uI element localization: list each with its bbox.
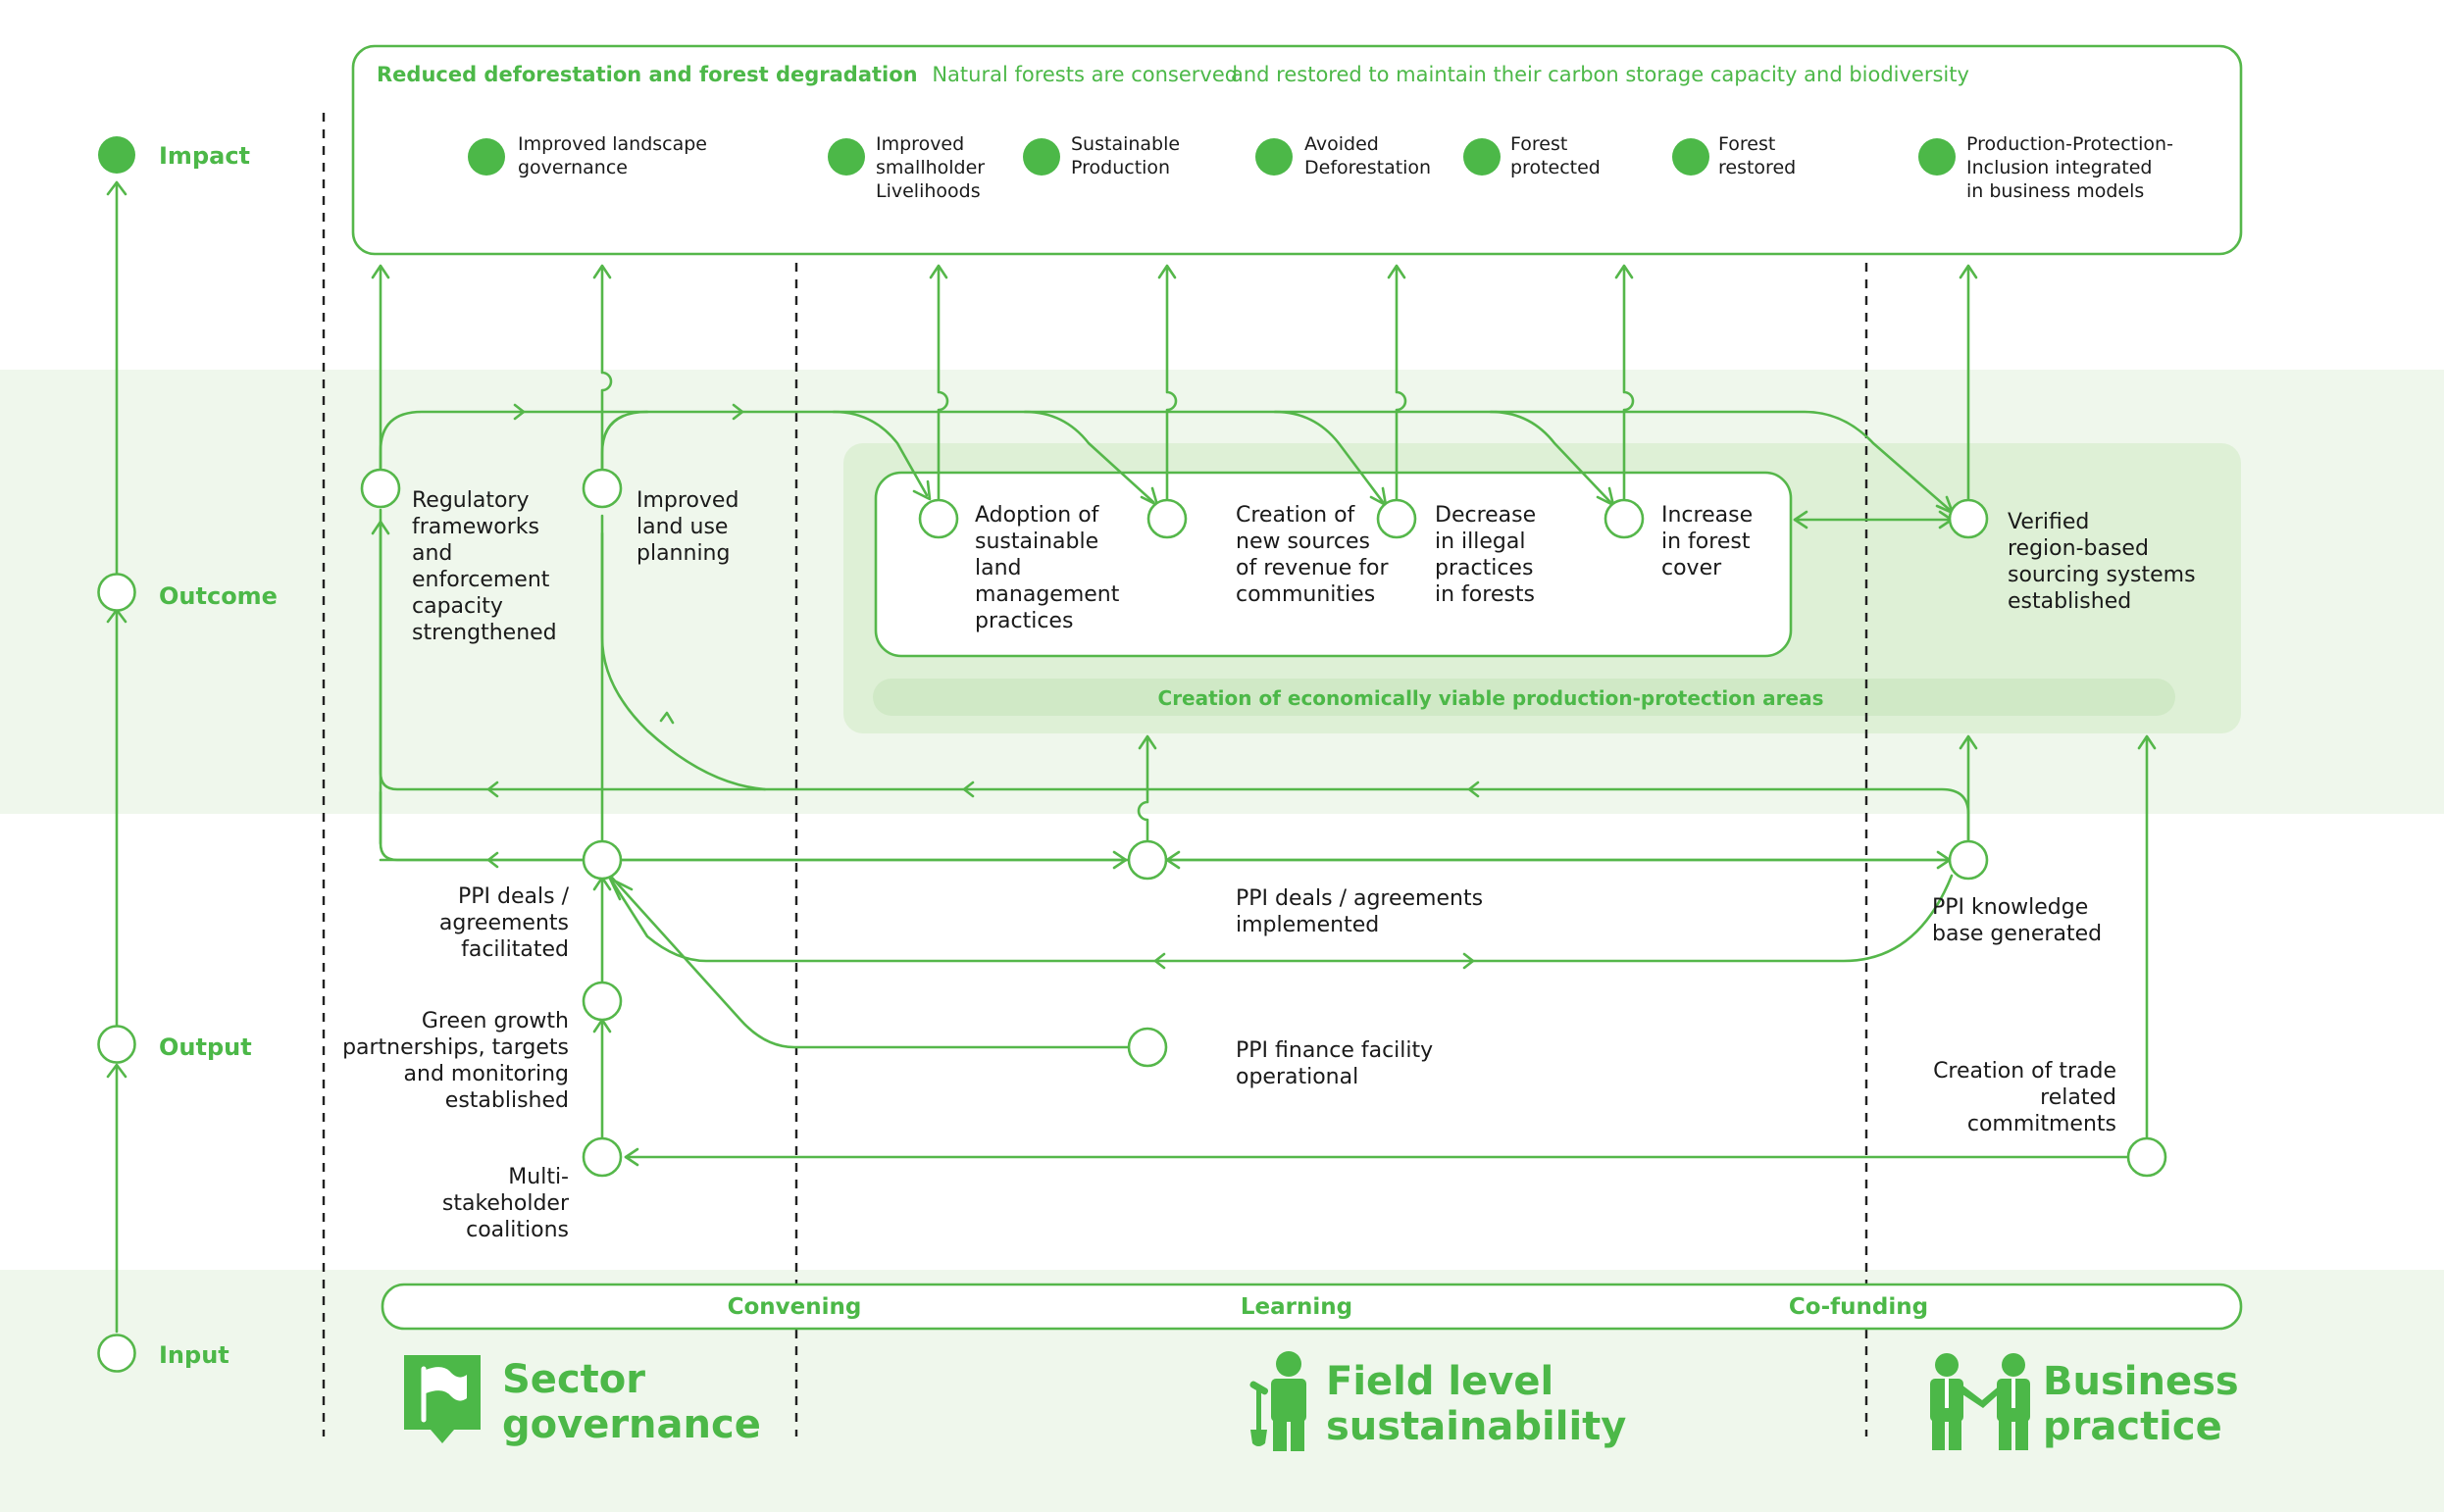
impact-nodes bbox=[468, 138, 1956, 176]
outcome-inner-box bbox=[874, 471, 1793, 658]
impact-node-landscape bbox=[468, 138, 505, 176]
production-protection-pill bbox=[873, 679, 2175, 716]
outcome-node-creation bbox=[1146, 498, 1188, 539]
level-node-output bbox=[97, 1025, 136, 1064]
level-node-impact bbox=[98, 136, 135, 174]
flow-lines bbox=[371, 264, 2157, 1167]
outcome-node-increase bbox=[1604, 498, 1645, 539]
handshake-icon bbox=[1930, 1353, 2030, 1450]
farmer-icon bbox=[1249, 1351, 1306, 1451]
output-node-green-growth bbox=[582, 981, 623, 1022]
outcome-node-verified bbox=[1948, 498, 1989, 539]
flag-icon bbox=[404, 1355, 481, 1443]
output-node-multi-stakeholder bbox=[582, 1136, 623, 1178]
impact-node-business bbox=[1918, 138, 1956, 176]
outcome-nodes bbox=[360, 468, 1989, 539]
output-nodes bbox=[582, 839, 2167, 1178]
input-label-cofunding: Co-funding bbox=[1789, 1294, 1928, 1320]
impact-label-business: Production-Protection-Inclusion integrat… bbox=[1966, 133, 2173, 202]
input-label-learning: Learning bbox=[1241, 1294, 1352, 1320]
outcome-node-adoption bbox=[918, 498, 959, 539]
impact-node-livelihoods bbox=[828, 138, 865, 176]
outcome-node-land-use bbox=[582, 468, 623, 509]
production-protection-label: Creation of economically viable producti… bbox=[1158, 686, 1824, 710]
output-node-trade bbox=[2126, 1136, 2167, 1178]
impact-box-title-cont: and restored to maintain their carbon st… bbox=[1231, 63, 1969, 86]
impact-box bbox=[351, 44, 2243, 256]
impact-box-title: Reduced deforestation and forest degrada… bbox=[377, 63, 1238, 86]
output-node-finance bbox=[1127, 1027, 1168, 1068]
input-pill bbox=[381, 1283, 2243, 1331]
output-node-knowledge bbox=[1948, 839, 1989, 881]
output-node-ppi-facilitated bbox=[582, 839, 623, 881]
input-label-convening: Convening bbox=[728, 1294, 862, 1320]
level-label-impact: Impact bbox=[159, 142, 250, 170]
output-node-ppi-implemented bbox=[1127, 839, 1168, 881]
impact-node-production bbox=[1023, 138, 1060, 176]
outcome-node-decrease bbox=[1376, 498, 1417, 539]
level-node-outcome bbox=[97, 573, 136, 612]
impact-node-restored bbox=[1672, 138, 1709, 176]
level-node-input bbox=[97, 1334, 136, 1373]
level-label-outcome: Outcome bbox=[159, 582, 278, 610]
impact-node-protected bbox=[1463, 138, 1501, 176]
level-label-input: Input bbox=[159, 1341, 229, 1369]
level-axis bbox=[97, 136, 136, 1373]
level-label-output: Output bbox=[159, 1033, 252, 1061]
outcome-node-regulatory bbox=[360, 468, 401, 509]
impact-node-avoided bbox=[1255, 138, 1293, 176]
